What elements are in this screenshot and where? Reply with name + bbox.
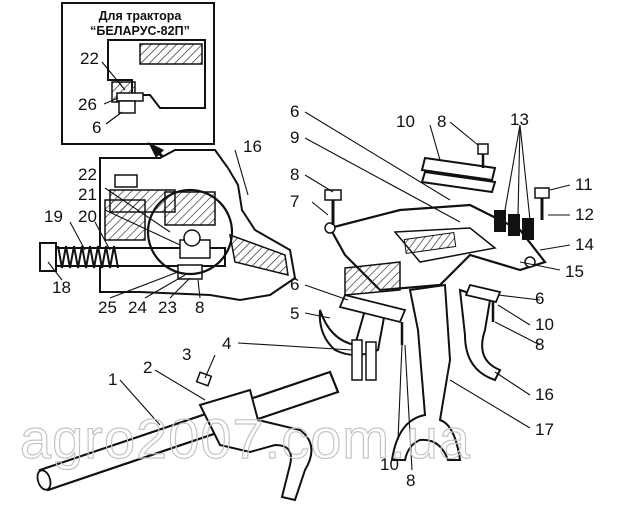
inset-callout-22: 22 [80,49,99,68]
spring-19 [57,245,119,269]
detail-circle [146,188,234,276]
callout-11: 11 [575,175,593,194]
watermark-text: agro2007.com.ua [20,407,471,470]
callout-13: 13 [510,110,529,129]
callout-6-right: 6 [535,289,544,308]
shift-shaft-1 [36,370,340,502]
callout-22: 22 [78,165,97,184]
callout-24: 24 [128,298,147,317]
fork-lever [198,388,313,502]
callout-10-bottom: 10 [380,455,399,474]
inset-frame [61,2,215,145]
callout-3: 3 [182,345,191,364]
lock-blocks-13 [494,210,534,240]
inset-callout-26: 26 [78,95,97,114]
callout-4: 4 [222,334,231,353]
callout-15: 15 [565,262,584,281]
shift-forks [318,283,502,461]
callout-1: 1 [108,370,117,389]
inset-washer [116,92,144,102]
callout-8-right: 8 [535,335,544,354]
callout-20: 20 [78,207,97,226]
callout-21: 21 [78,185,97,204]
callouts: 1 2 3 4 5 6 6 6 7 8 8 8 8 8 9 10 10 10 1… [44,102,594,490]
inset-caption-line2: “БЕЛАРУС-82П” [90,24,190,38]
fork-16 [458,288,502,382]
rod-nut [39,242,57,272]
callout-25: 25 [98,298,117,317]
inset-caption-line1: Для трактора [99,9,183,23]
callout-8-bottom: 8 [406,471,415,490]
callout-18: 18 [52,278,71,297]
callout-16-right: 16 [535,385,554,404]
leader-lines [47,111,571,471]
fork-17 [390,283,462,461]
callout-8-left: 8 [290,165,299,184]
callout-8-housing: 8 [195,298,204,317]
callout-6-left: 6 [290,275,299,294]
callout-10-top: 10 [396,112,415,131]
callout-16-top: 16 [243,137,262,156]
callout-23: 23 [158,298,177,317]
callout-19: 19 [44,207,63,226]
callout-8-top: 8 [437,112,446,131]
callout-14: 14 [575,235,594,254]
callout-7: 7 [290,192,299,211]
lock-plate-assembly [324,143,550,296]
inset-callout-6: 6 [92,118,101,137]
callout-12: 12 [575,205,594,224]
callout-5: 5 [290,304,299,323]
inset-hatched-section [139,43,203,65]
callout-9: 9 [290,128,299,147]
callout-2: 2 [143,358,152,377]
screw-3 [195,371,213,387]
inset-bolt-head [118,100,136,114]
callout-17: 17 [535,420,554,439]
callout-10-right: 10 [535,315,554,334]
callout-6-top: 6 [290,102,299,121]
inset-detail: Для трактора “БЕЛАРУС-82П” 22 26 6 [61,2,215,145]
housing-section [39,149,297,302]
inset-housing [107,39,206,109]
